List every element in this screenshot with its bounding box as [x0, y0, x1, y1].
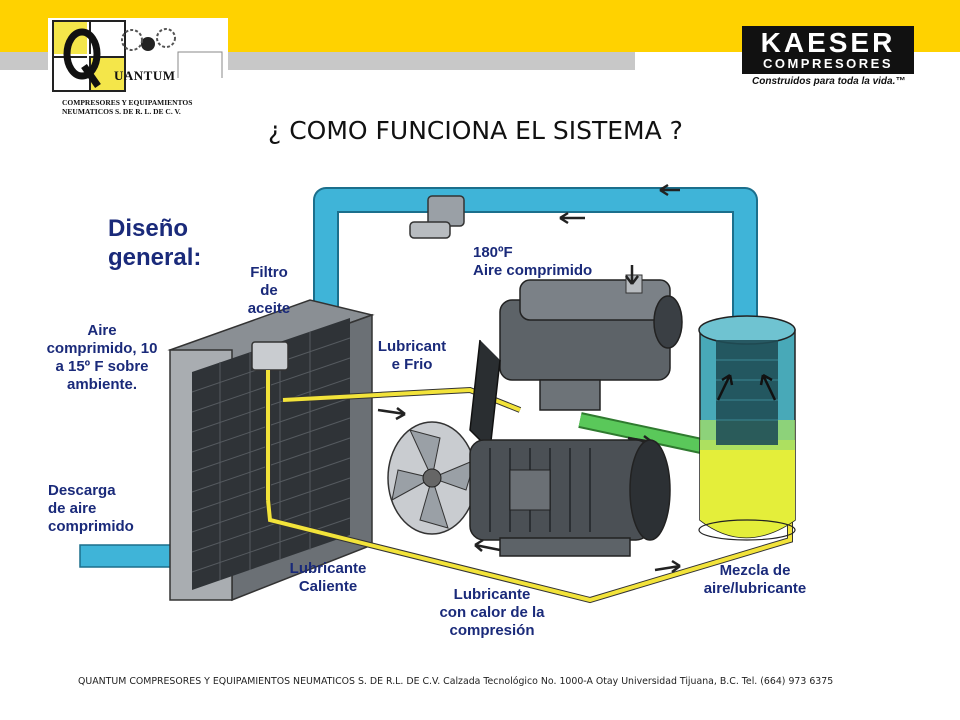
label-compression-lubricant: Lubricante con calor de la compresión	[439, 586, 545, 639]
label-oil-filter: Filtro de aceite	[247, 264, 291, 317]
slide-title: ¿ COMO FUNCIONA EL SISTEMA ?	[268, 116, 683, 145]
drive-belt	[469, 339, 501, 452]
slide-subtitle: Diseño general:	[108, 215, 202, 271]
air-oil-line	[578, 414, 722, 456]
quantum-logo-subtitle: COMPRESORES Y EQUIPAMIENTOS NEUMATICOS S…	[62, 98, 193, 116]
motor-icon	[469, 439, 671, 557]
label-air-oil-mix: Mezcla de aire/lubricante	[703, 562, 807, 597]
kaeser-logo-sub: COMPRESORES	[762, 56, 894, 71]
separator-tank	[698, 315, 796, 541]
label-hot-lubricant: Lubricante Caliente	[289, 560, 367, 595]
kaeser-logo: KAESER COMPRESORES Construidos para toda…	[742, 26, 914, 92]
kaeser-logo-box: KAESER COMPRESORES	[742, 26, 914, 74]
footer-text: QUANTUM COMPRESORES Y EQUIPAMIENTOS NEUM…	[78, 676, 834, 687]
label-air-ambient: Aire comprimido, 10 a 15º F sobre ambien…	[46, 322, 158, 393]
air-pipe	[315, 189, 756, 320]
compressor-airend	[499, 274, 683, 411]
label-air-180f: 180ºF Aire comprimido	[473, 244, 593, 279]
oil-filter-icon	[251, 341, 289, 371]
label-cold-lubricant: Lubricant e Frio	[377, 338, 447, 373]
flow-arrow-icon	[559, 211, 585, 225]
kaeser-logo-name: KAESER	[760, 27, 896, 58]
label-air-discharge: Descarga de aire comprimido	[48, 482, 134, 535]
gear-icon	[121, 28, 223, 78]
kaeser-slogan: Construidos para toda la vida.™	[752, 76, 906, 87]
quantum-logo-mark	[52, 20, 126, 92]
fan-icon	[387, 421, 477, 535]
quantum-logo: UANTUM COMPRESORES Y EQUIPAMIENTOS NEUMA…	[48, 18, 228, 118]
discharge-pipe	[79, 544, 181, 568]
quantum-q-glyph	[63, 28, 101, 89]
flow-arrow-icon	[377, 407, 406, 421]
quantum-logo-name: UANTUM	[114, 68, 176, 83]
